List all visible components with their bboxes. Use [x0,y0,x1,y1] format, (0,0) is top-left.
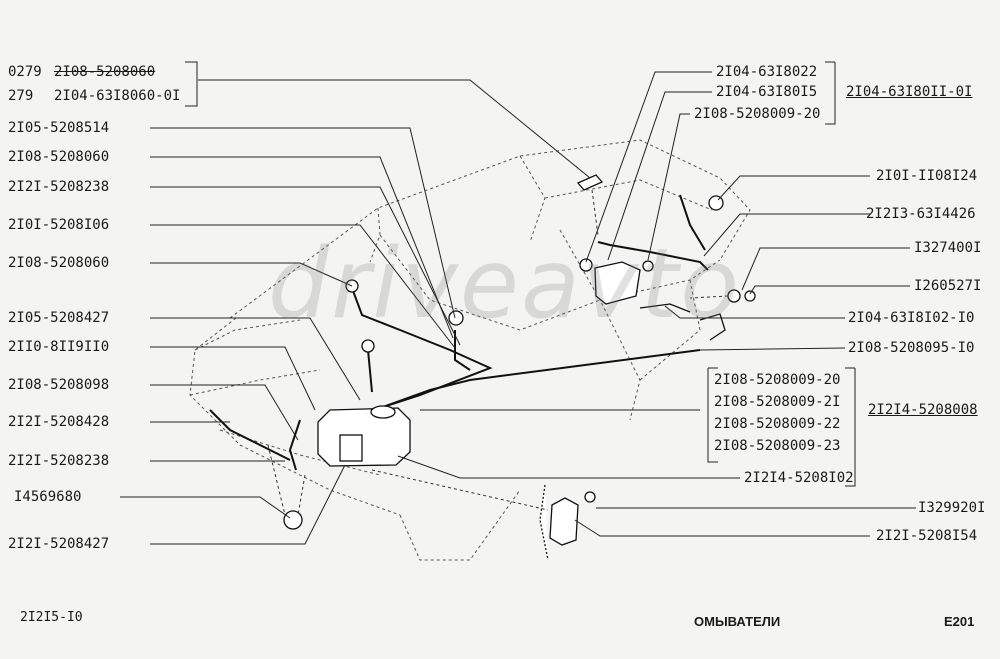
label-part-2108-5208009-23: 2I08-5208009-23 [714,438,841,454]
bracket [639,303,726,341]
leader-lines-left [120,79,591,545]
label-part-2105-5208514: 2I05-5208514 [8,120,110,136]
rear-reservoir [594,261,641,305]
label-part-13299201: I329920I [918,500,986,516]
label-279: 279 [8,88,34,104]
label-part-2121-5208428: 2I2I-5208428 [8,414,110,430]
label-part-2121-5208238-a: 2I2I-5208238 [8,179,110,195]
section-title: ОМЫВАТЕЛИ [694,614,781,629]
label-part-21213-6314426: 2I2I3-63I4426 [866,206,976,222]
car-outline [189,139,751,561]
label-part-2108-5208098: 2I08-5208098 [8,377,110,393]
label-part-2101-1108124: 2I0I-II08I24 [876,168,978,184]
label-part-13274001: I327400I [914,240,982,256]
dashed-connectors [267,189,729,516]
label-part-2110-8119110: 2II0-8II9II0 [8,339,110,355]
label-part-2108-5208060-a: 2I08-5208060 [8,149,110,165]
label-part-2121-5208238-b: 2I2I-5208238 [8,453,110,469]
label-part-21214-5208102: 2I2I4-5208I02 [744,470,854,486]
model-code: 2I2I5-I0 [20,610,83,625]
label-part-2108-5208060-b: 2I08-5208060 [8,255,110,271]
label-part-2121-5208427: 2I2I-5208427 [8,536,110,552]
leader-lines-right [397,71,916,537]
label-part-2104-6318102-10: 2I04-63I8I02-I0 [848,310,975,326]
group-brackets [185,61,856,487]
label-assembly-2104-6318011-01: 2I04-63I80II-0I [846,84,973,100]
page-code: E201 [944,614,975,629]
label-part-2105-5208427: 2I05-5208427 [8,310,110,326]
label-part-2104-6318060-01: 2I04-63I8060-0I [54,88,181,104]
label-part-2104-6318022: 2I04-63I8022 [716,64,818,80]
label-assembly-21214-5208008: 2I2I4-5208008 [868,402,978,418]
hose-lines [209,194,709,471]
label-part-2101-5208106: 2I0I-5208I06 [8,217,110,233]
label-part-2108-5208009-22: 2I08-5208009-22 [714,416,841,432]
label-0279: 0279 [8,64,42,80]
label-part-2108-5208060-struck: 2I08-5208060 [54,64,156,80]
label-part-2108-5208009-21: 2I08-5208009-2I [714,394,841,410]
label-part-2108-5208095-10: 2I08-5208095-I0 [848,340,975,356]
label-part-2104-6318015: 2I04-63I80I5 [716,84,818,100]
label-part-2121-5208154: 2I2I-5208I54 [876,528,978,544]
label-part-12605271: I260527I [914,278,982,294]
label-part-2108-5208009-20-a: 2I08-5208009-20 [694,106,821,122]
watermark: driveavto [268,228,741,340]
pump-plate [539,484,579,561]
label-part-14569680: I4569680 [14,489,82,505]
nozzles [283,174,756,530]
washer-reservoir [317,405,411,467]
label-part-2108-5208009-20-b: 2I08-5208009-20 [714,372,841,388]
